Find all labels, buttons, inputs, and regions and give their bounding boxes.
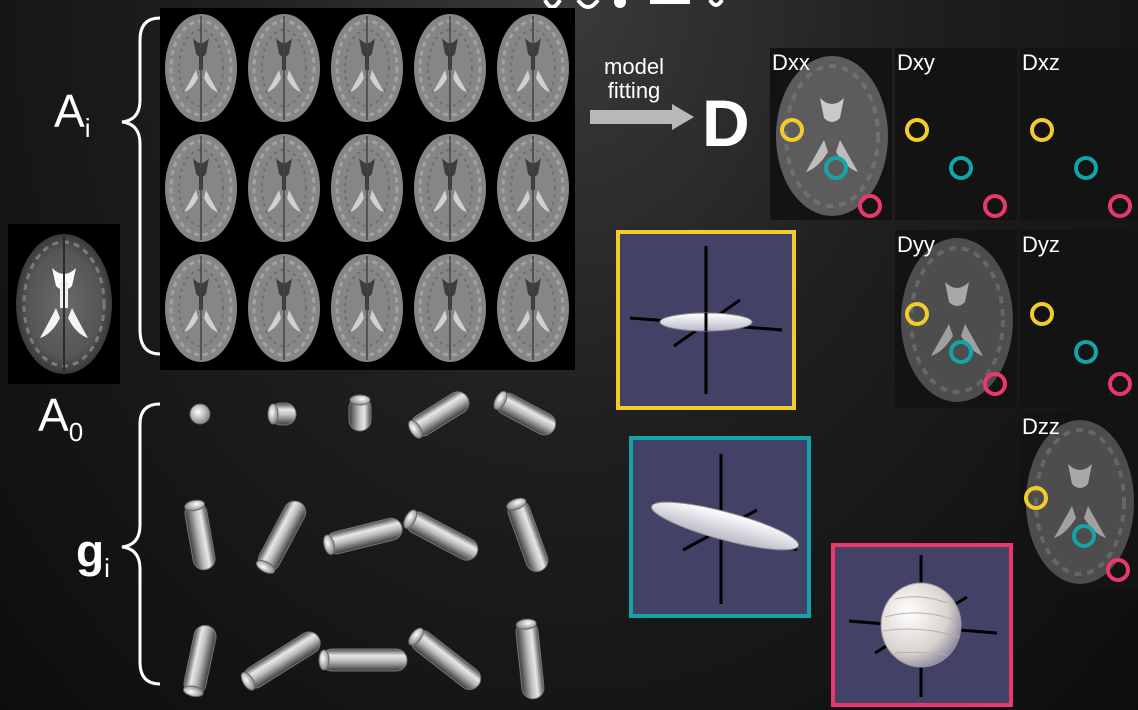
map-dyy: Dyy [895,230,1017,408]
cylinder-icon [322,516,405,557]
map-dyz-label: Dyz [1022,232,1060,258]
cylinder-icon [268,403,296,425]
magenta-marker [983,372,1007,396]
cylinder-icon [401,507,482,564]
cylinder-icon [504,496,551,575]
map-dyz: Dyz [1020,230,1138,408]
prolate-ellipsoid-icon [633,440,807,614]
model-fitting-line2: fitting [598,80,670,102]
cylinder-icon [183,499,217,572]
yellow-voxel-ellipsoid-box [616,230,796,410]
cylinder-icon [190,404,210,424]
model-fitting-label: model fitting [598,56,670,102]
cylinder-icon [515,618,545,700]
yellow-marker [780,118,804,142]
teal-marker [1072,524,1096,548]
map-dxz-label: Dxz [1022,50,1060,76]
yellow-marker [1024,486,1048,510]
teal-marker [949,156,973,180]
map-dzz: Dzz [1020,412,1138,590]
magenta-marker [858,194,882,218]
teal-marker [1074,340,1098,364]
cylinder-icon [491,388,560,438]
teal-marker [949,340,973,364]
model-fitting-line1: model [598,56,670,78]
cylinder-icon [405,625,485,694]
magenta-marker [1108,194,1132,218]
cylinder-icon [349,395,371,431]
map-dzz-label: Dzz [1022,414,1060,440]
map-dxx-label: Dxx [772,50,810,76]
magenta-marker [1108,372,1132,396]
diffusion-tensor-symbol: D [702,90,750,156]
cylinder-icon [254,497,310,576]
magenta-marker [1106,558,1130,582]
teal-marker [1074,156,1098,180]
map-dxy-label: Dxy [897,50,935,76]
teal-voxel-ellipsoid-box [629,436,811,618]
yellow-marker [905,302,929,326]
map-dyy-label: Dyy [897,232,935,258]
cylinder-icon [405,388,473,442]
spherical-ellipsoid-icon [835,547,1009,703]
map-dxx: Dxx [770,48,892,220]
teal-marker [824,156,848,180]
cylinder-icon [182,623,218,698]
cylinder-icon [238,628,324,693]
yellow-marker [1030,118,1054,142]
magenta-marker [983,194,1007,218]
cylinder-icon [319,649,407,671]
yellow-marker [905,118,929,142]
oblate-ellipsoid-icon [620,234,792,406]
map-dxz: Dxz [1020,48,1138,220]
yellow-marker [1030,302,1054,326]
map-dxy: Dxy [895,48,1017,220]
magenta-voxel-ellipsoid-box [831,543,1013,707]
